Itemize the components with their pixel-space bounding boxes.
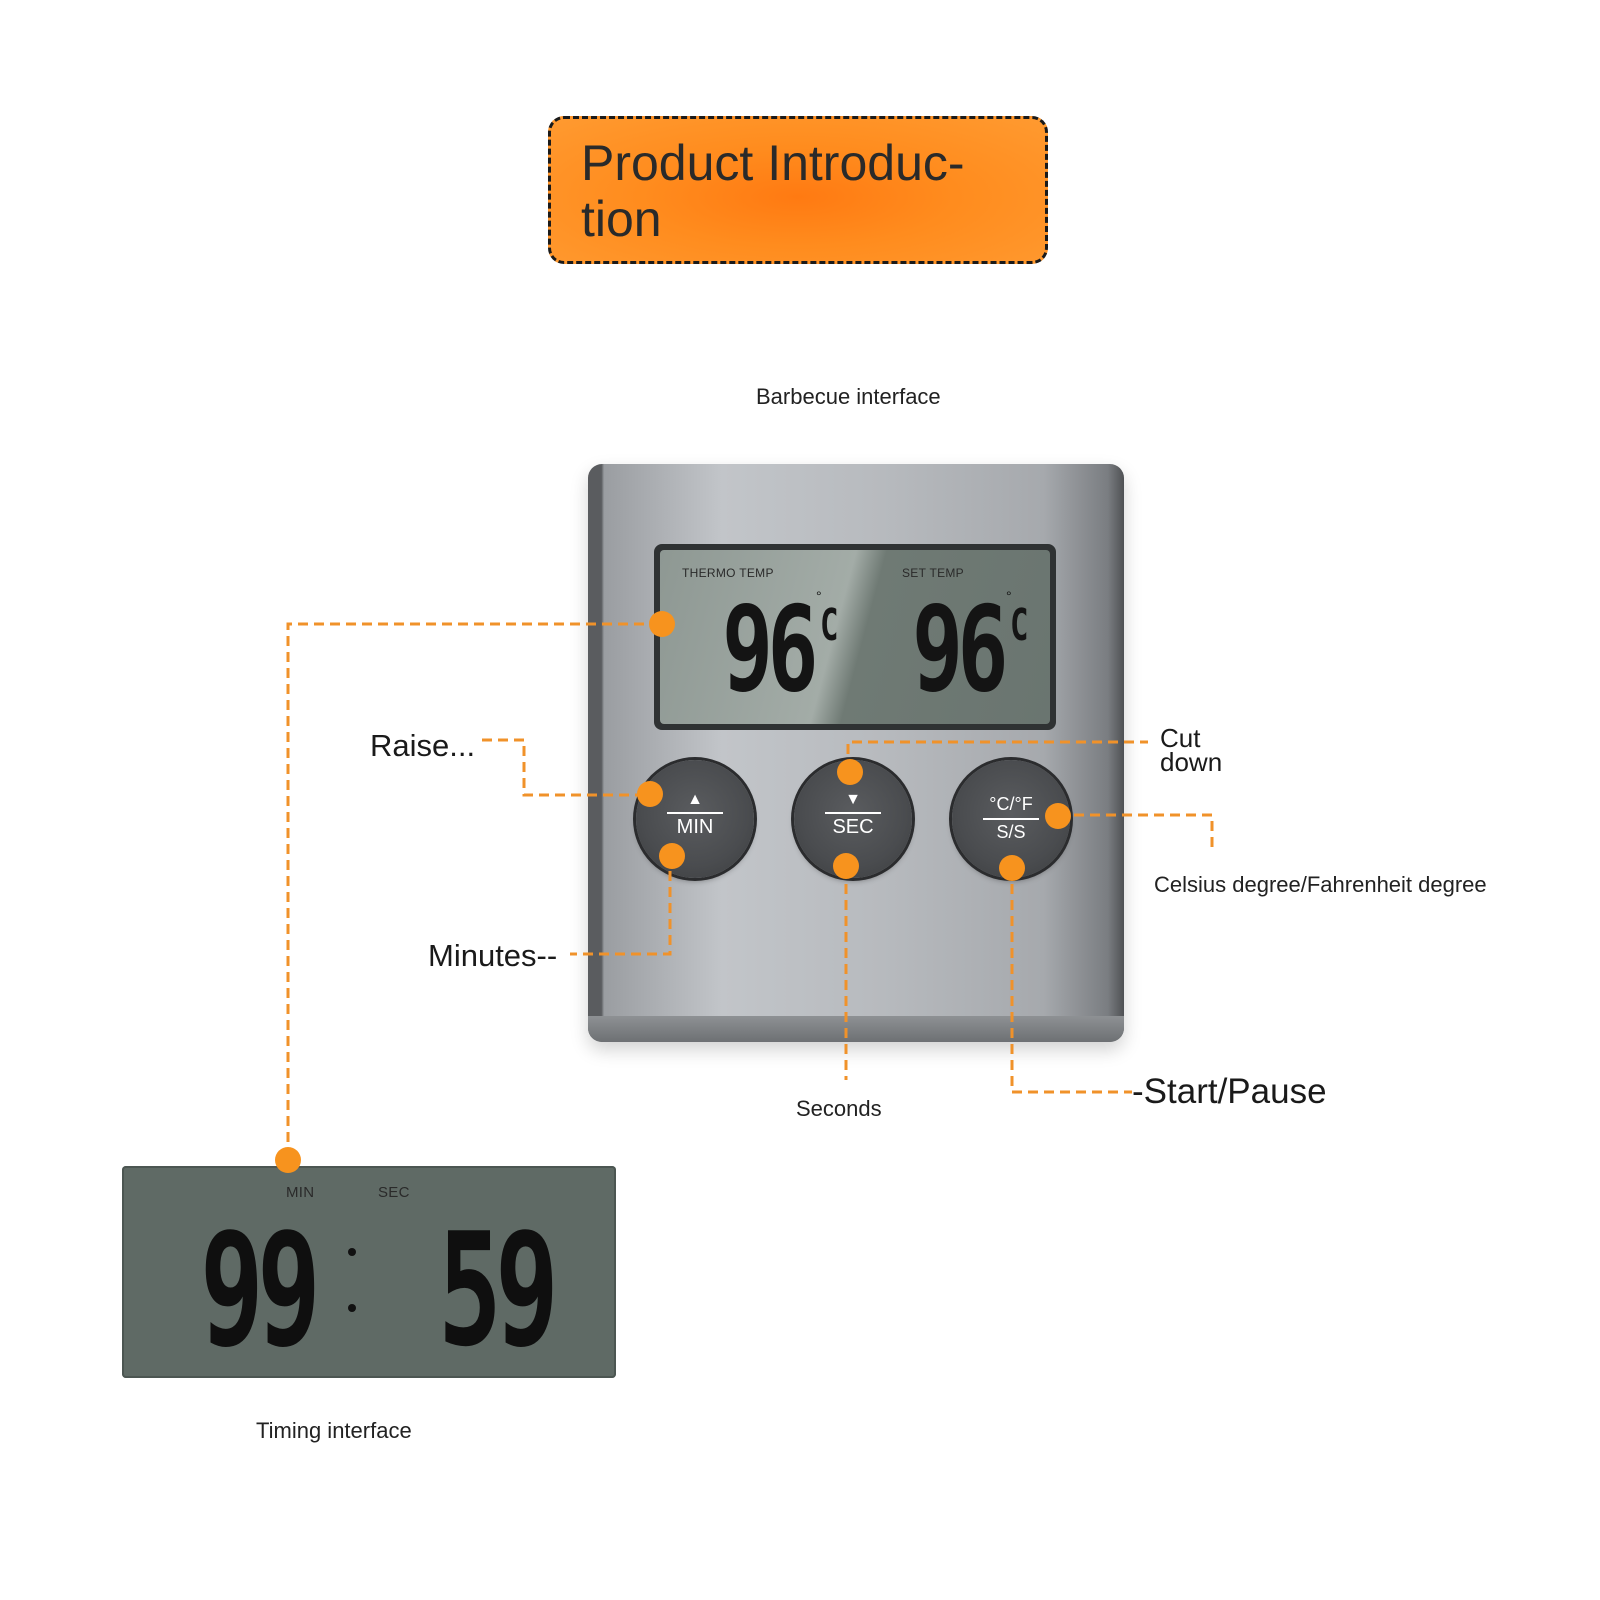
set-degree-symbol: ° [1006,588,1012,604]
celsius-fahrenheit-label: °C/°F [989,794,1033,814]
leader-start-pause [1010,868,1132,1094]
barbecue-interface-caption: Barbecue interface [756,384,941,409]
title-banner: Product Introduc- tion [548,116,1048,264]
thermo-unit: C [820,600,839,651]
thermo-temp-label: THERMO TEMP [682,566,774,580]
set-unit: C [1010,600,1029,651]
timer-seconds-value: 59 [438,1199,559,1381]
marker-dot-display [649,611,675,637]
start-pause-callout: -Start/Pause [1132,1072,1327,1111]
marker-dot-timer [275,1147,301,1173]
cut-down-callout: Cut down [1160,723,1223,777]
seconds-callout: Seconds [796,1096,882,1121]
thermo-degree-symbol: ° [816,588,822,604]
timer-colon-top [348,1248,356,1256]
minutes-callout: Minutes-- [428,938,558,973]
timing-lcd-screen: MIN SEC 99 59 [122,1166,616,1378]
timer-min-label: MIN [286,1184,315,1201]
timer-sec-label: SEC [378,1184,410,1201]
marker-dot-start-pause [999,855,1025,881]
marker-dot-seconds [833,853,859,879]
timer-minutes-value: 99 [200,1199,321,1381]
leader-celsius [1058,813,1214,850]
set-temp-label: SET TEMP [902,566,964,580]
leader-cut-down [846,740,1148,770]
start-stop-label: S/S [996,822,1026,842]
set-temp-value: 96 [912,580,1009,718]
leader-minutes [570,855,672,956]
leader-display-to-timer [286,622,660,1160]
device-lcd-screen: THERMO TEMP SET TEMP 96 ° C 96 ° C [654,544,1056,730]
triangle-up-icon: ▲ [687,791,703,808]
marker-dot-raise [637,781,663,807]
marker-dot-celsius [1045,803,1071,829]
marker-dot-minutes [659,843,685,869]
timer-colon-bottom [348,1304,356,1312]
thermo-temp-value: 96 [722,580,819,718]
sec-button-label: SEC [832,816,874,838]
raise-callout: Raise... [370,728,476,763]
leader-raise [482,738,650,797]
celsius-fahrenheit-callout: Celsius degree/Fahrenheit degree [1154,872,1487,897]
marker-dot-cut-down [837,759,863,785]
min-raise-button[interactable]: ▲ MIN [636,760,754,878]
thermometer-device: THERMO TEMP SET TEMP 96 ° C 96 ° C ▲ MIN… [588,464,1124,1042]
min-button-label: MIN [676,816,714,838]
timing-interface-caption: Timing interface [256,1418,412,1443]
triangle-down-icon: ▼ [845,791,861,808]
